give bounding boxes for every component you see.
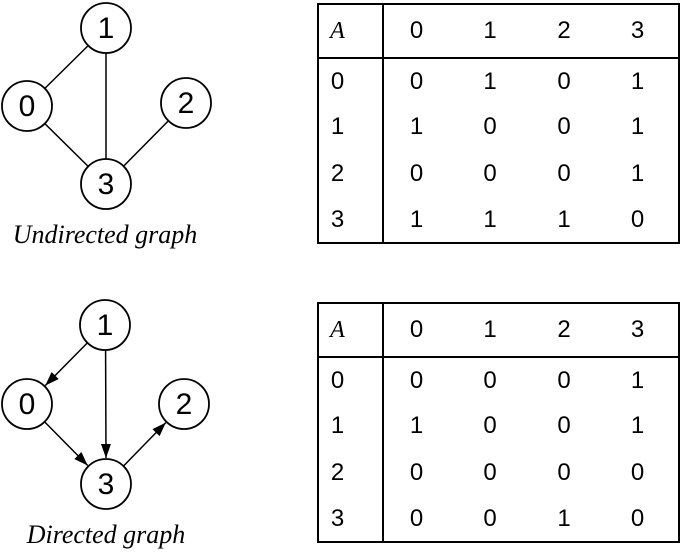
matrix-cell: 0 [409, 366, 424, 394]
node-1-label: 1 [98, 12, 115, 45]
row-header: 2 [318, 150, 384, 197]
node-3-circle [80, 158, 132, 210]
matrix-cell: 1 [409, 113, 424, 141]
matrix-cell: 0 [630, 458, 645, 486]
matrix-cell: 1 [630, 412, 645, 440]
matrix-cell: 0 [409, 504, 424, 532]
matrix-row-3: 3 0 0 1 0 [318, 495, 679, 543]
node-0-label: 0 [19, 388, 36, 421]
col-header: 2 [531, 4, 605, 59]
matrix-corner-label: A [318, 303, 384, 358]
matrix-cell: 0 [409, 67, 424, 95]
matrix-cell: 1 [630, 113, 645, 141]
matrix-cell: 0 [557, 412, 571, 440]
matrix-cell: 0 [483, 366, 497, 394]
matrix-header-row: A 0 1 2 3 [318, 4, 679, 59]
matrix-cell: 1 [557, 205, 571, 233]
directed-graph: 1 0 2 3 Directed graph [1, 299, 210, 549]
matrix-row-2: 2 0 0 0 0 [318, 449, 679, 496]
node-3-label: 3 [98, 468, 115, 501]
col-header: 3 [605, 303, 679, 358]
matrix-cell: 0 [409, 159, 424, 187]
col-header: 0 [383, 303, 457, 358]
row-header: 3 [318, 196, 384, 244]
matrix-row-1: 1 1 0 0 1 [318, 104, 679, 151]
node-1-circle [80, 2, 132, 54]
col-header: 2 [531, 303, 605, 358]
matrix-cell: 0 [557, 113, 571, 141]
directed-graph-caption: Directed graph [26, 520, 186, 549]
node-0-circle [1, 80, 53, 132]
col-header: 1 [457, 303, 531, 358]
matrix-row-1: 1 1 0 0 1 [318, 403, 679, 450]
matrix-cell: 0 [483, 504, 497, 532]
matrix-cell: 0 [557, 159, 571, 187]
node-0-circle [1, 378, 53, 430]
matrix-cell: 1 [483, 67, 497, 95]
matrix-cell: 0 [557, 67, 571, 95]
row-header: 2 [318, 449, 384, 496]
matrix-cell: 0 [483, 159, 497, 187]
row-header: 1 [318, 403, 384, 450]
col-header: 0 [383, 4, 457, 59]
matrix-cell: 1 [557, 504, 571, 532]
node-2-circle [160, 77, 212, 129]
matrix-cell: 0 [483, 458, 497, 486]
matrix-row-2: 2 0 0 0 1 [318, 150, 679, 197]
matrix-cell: 1 [409, 205, 424, 233]
directed-nodes: 1 0 2 3 [1, 299, 210, 510]
matrix-cell: 1 [483, 205, 497, 233]
col-header: 1 [457, 4, 531, 59]
node-2-circle [158, 378, 210, 430]
matrix-corner-label: A [318, 4, 384, 59]
matrix-cell: 0 [630, 504, 645, 532]
matrix-cell: 1 [409, 412, 424, 440]
matrix-cell: 0 [630, 205, 645, 233]
undirected-nodes: 1 0 2 3 [1, 2, 212, 210]
matrix-row-0: 0 0 1 0 1 [318, 58, 679, 105]
col-header: 3 [605, 4, 679, 59]
node-0-label: 0 [19, 90, 36, 123]
matrix-cell: 1 [630, 159, 645, 187]
adjacency-matrix-directed: A 0 1 2 3 0 0 0 0 1 1 1 0 0 1 2 0 0 0 0 [317, 302, 680, 544]
undirected-graph-caption: Undirected graph [13, 220, 198, 249]
row-header: 0 [318, 357, 384, 404]
node-1-circle [79, 299, 131, 351]
matrix-cell: 1 [630, 366, 645, 394]
matrix-cell: 1 [630, 67, 645, 95]
row-header: 1 [318, 104, 384, 151]
row-header: 3 [318, 495, 384, 543]
node-2-label: 2 [176, 388, 193, 421]
node-2-label: 2 [178, 87, 195, 120]
matrix-cell: 0 [557, 458, 571, 486]
node-3-label: 3 [98, 168, 115, 201]
matrix-header-row: A 0 1 2 3 [318, 303, 679, 358]
undirected-graph: 1 0 2 3 Undirected graph [1, 2, 212, 249]
node-3-circle [80, 458, 132, 510]
node-1-label: 1 [97, 309, 114, 342]
adjacency-matrix-undirected: A 0 1 2 3 0 0 1 0 1 1 1 0 0 1 2 0 0 0 1 [317, 3, 680, 245]
matrix-cell: 0 [409, 458, 424, 486]
matrix-cell: 0 [483, 412, 497, 440]
matrix-cell: 0 [483, 113, 497, 141]
matrix-row-0: 0 0 0 0 1 [318, 357, 679, 404]
row-header: 0 [318, 58, 384, 105]
matrix-cell: 0 [557, 366, 571, 394]
matrix-row-3: 3 1 1 1 0 [318, 196, 679, 244]
